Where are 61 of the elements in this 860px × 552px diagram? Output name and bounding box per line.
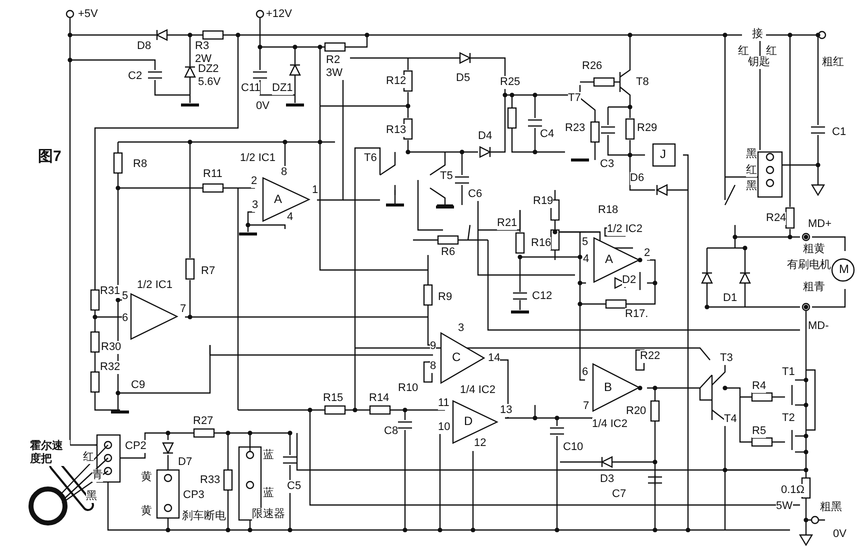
component-label: R22: [640, 350, 660, 363]
pin-number: 2: [251, 175, 258, 188]
component-label: R13: [386, 124, 406, 137]
component-label: T3: [720, 352, 733, 365]
pin-number: 2: [644, 247, 650, 260]
component-label: 粗黄: [803, 243, 825, 256]
component-label: C11: [241, 82, 260, 95]
component-label: 黄: [141, 505, 152, 518]
component-label: C5: [287, 480, 302, 493]
component-label: 青: [92, 469, 103, 482]
op-amp-triangle: C: [440, 332, 485, 384]
motor-label: 有刷电机: [787, 259, 831, 272]
component-label: R12: [386, 75, 406, 88]
component-label: 黑: [86, 490, 97, 503]
component-label: R24: [766, 212, 786, 225]
component-label: T7: [568, 92, 581, 105]
component-label: 限速器: [252, 508, 285, 521]
component-label: 粗红: [822, 56, 844, 69]
component-label: 霍尔速度把: [30, 440, 70, 466]
component-label: 刹车断电: [182, 510, 226, 523]
component-label: DZ1: [272, 82, 293, 95]
component-label: R4: [752, 380, 766, 393]
relay-box: J: [652, 143, 676, 167]
component-label: 蓝: [263, 487, 274, 500]
component-label: 黑: [746, 180, 757, 193]
component-label: R30: [101, 341, 122, 354]
component-label: R25: [500, 76, 520, 89]
pin-number: 3: [252, 199, 258, 212]
component-label: 蓝: [263, 449, 274, 462]
component-label: 红: [83, 451, 94, 464]
pin-number: 13: [500, 404, 512, 417]
component-label: R5: [752, 425, 766, 438]
component-label: 钥匙: [748, 56, 770, 69]
pin-number: 11: [438, 397, 450, 410]
op-amp-triangle: [130, 293, 178, 340]
component-label: R21: [497, 217, 518, 230]
component-label: C6: [468, 188, 482, 201]
figure-title: 图7: [38, 150, 62, 163]
component-label: D2: [622, 274, 636, 287]
component-label: T4: [724, 413, 737, 426]
component-label: 0.1Ω: [781, 484, 805, 497]
component-label: R19: [533, 195, 554, 208]
component-label: 红: [766, 45, 777, 58]
component-label: R2 3W: [326, 54, 350, 80]
pin-number: 5: [122, 290, 128, 303]
pin-number: 10: [438, 421, 450, 434]
motor-circle: M: [831, 258, 855, 282]
component-label: 黄: [141, 471, 152, 484]
component-label: 红: [746, 164, 757, 177]
component-label: 红: [738, 45, 749, 58]
component-label: D6: [630, 172, 644, 185]
component-label: 粗青: [803, 281, 825, 294]
component-label: R31: [100, 285, 120, 298]
component-label: R32: [100, 361, 120, 374]
component-label: CP2: [125, 440, 146, 453]
component-label: 接: [752, 28, 763, 41]
component-label: R16: [531, 237, 552, 250]
component-label: 粗黑: [820, 501, 842, 514]
chip-label: 1/2 IC2: [607, 223, 642, 236]
pin-number: 8: [430, 360, 436, 373]
component-label: 黑: [746, 148, 757, 161]
